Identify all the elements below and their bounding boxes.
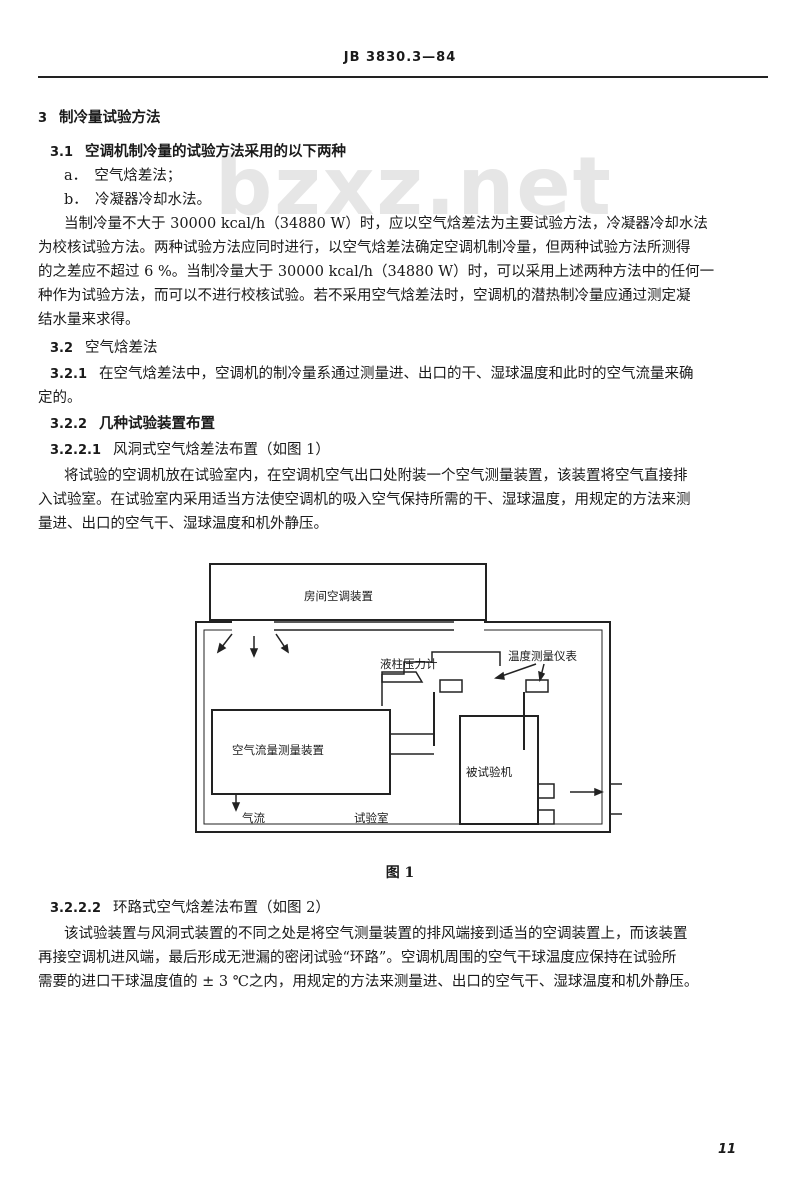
ceiling-wall <box>274 621 454 631</box>
section-title: 风洞式空气焓差法布置（如图 1） <box>113 442 330 458</box>
document-code-header: JB 3830.3—84 <box>343 50 457 65</box>
section-number: 3.1 <box>50 145 74 160</box>
watermark: bzxz.net <box>215 140 613 233</box>
label-room-ac: 房间空调装置 <box>304 589 373 603</box>
label-manometer: 液柱压力计 <box>380 657 438 671</box>
section-title: 空调机制冷量的试验方法采用的以下两种 <box>85 143 347 160</box>
flow-measuring-box <box>211 709 391 795</box>
label-flow-device: 空气流量测量装置 <box>232 743 324 757</box>
paragraph-text: 在空气焓差法中，空调机的制冷量系通过测量进、出口的干、湿球温度和此时的空气流量来… <box>99 366 694 382</box>
figure-1-drawing <box>195 563 622 833</box>
section-title: 几种试验装置布置 <box>99 415 216 432</box>
room-ac-box <box>209 563 487 621</box>
section-3-2-heading: 3.2 空气焓差法 <box>50 338 158 359</box>
section-3-2-2-2-heading: 3.2.2.2 环路式空气焓差法布置（如图 2） <box>50 898 330 919</box>
section-title: 环路式空气焓差法布置（如图 2） <box>113 900 330 916</box>
figure-1-caption: 图 1 <box>385 865 415 881</box>
outer-wall <box>195 621 611 833</box>
figure-1-diagram: 房间空调装置 液柱压力计 温度测量仪表 空气流量测量装置 被试验机 气流 试验室 <box>184 556 624 846</box>
label-unit-under-test: 被试验机 <box>466 765 512 779</box>
paragraph-line: 种作为试验方法，而可以不进行校核试验。若不采用空气焓差法时，空调机的潜热制冷量应… <box>38 288 691 304</box>
paragraph-line: 量进、出口的空气干、湿球温度和机外静压。 <box>38 516 328 532</box>
section-3-1-heading: 3.1 空调机制冷量的试验方法采用的以下两种 <box>50 142 346 163</box>
paragraph-line: 当制冷量不大于 30000 kcal/h（34880 W）时，应以空气焓差法为主… <box>64 216 708 232</box>
section-number: 3 <box>38 111 48 126</box>
test-unit-box <box>459 715 539 825</box>
paragraph-line: 再接空调机进风端，最后形成无泄漏的密闭试验“环路”。空调机周围的空气干球温度应保… <box>38 950 677 966</box>
paragraph-line: 定的。 <box>38 390 82 406</box>
section-title: 空气焓差法 <box>85 340 158 356</box>
section-3-2-1-line: 3.2.1 在空气焓差法中，空调机的制冷量系通过测量进、出口的干、湿球温度和此时的… <box>50 364 694 385</box>
section-3-2-2-heading: 3.2.2 几种试验装置布置 <box>50 414 215 435</box>
section-3-heading: 3 制冷量试验方法 <box>38 108 161 129</box>
paragraph-line: 该试验装置与风洞式装置的不同之处是将空气测量装置的排风端接到适当的空调装置上，而… <box>64 926 688 942</box>
list-item-a: a． 空气焓差法； <box>64 168 182 184</box>
page-number: 11 <box>718 1142 737 1157</box>
paragraph-line: 结水量来求得。 <box>38 312 140 328</box>
section-number: 3.2 <box>50 341 74 356</box>
paragraph-line: 的之差应不超过 6 %。当制冷量大于 30000 kcal/h（34880 W）… <box>38 264 715 280</box>
label-test-room: 试验室 <box>354 811 389 825</box>
inner-wall <box>203 629 603 825</box>
section-number: 3.2.1 <box>50 367 88 382</box>
paragraph-line: 需要的进口干球温度值的 ± 3 ℃之内，用规定的方法来测量进、出口的空气干、湿球… <box>38 974 699 990</box>
paragraph-line: 为校核试验方法。两种试验方法应同时进行，以空气焓差法确定空调机制冷量，但两种试验… <box>38 240 691 256</box>
section-title: 制冷量试验方法 <box>59 109 161 126</box>
section-number: 3.2.2.2 <box>50 901 101 916</box>
paragraph-line: 将试验的空调机放在试验室内，在空调机空气出口处附装一个空气测量装置，该装置将空气… <box>64 468 688 484</box>
section-number: 3.2.2 <box>50 417 88 432</box>
section-3-2-2-1-heading: 3.2.2.1 风洞式空气焓差法布置（如图 1） <box>50 440 330 461</box>
list-item-b: b． 冷凝器冷却水法。 <box>64 192 212 208</box>
label-temp-instrument: 温度测量仪表 <box>508 649 577 663</box>
paragraph-line: 入试验室。在试验室内采用适当方法使空调机的吸入空气保持所需的干、湿球温度，用规定… <box>38 492 691 508</box>
label-airflow: 气流 <box>242 811 265 825</box>
header-rule <box>38 76 768 78</box>
section-number: 3.2.2.1 <box>50 443 101 458</box>
